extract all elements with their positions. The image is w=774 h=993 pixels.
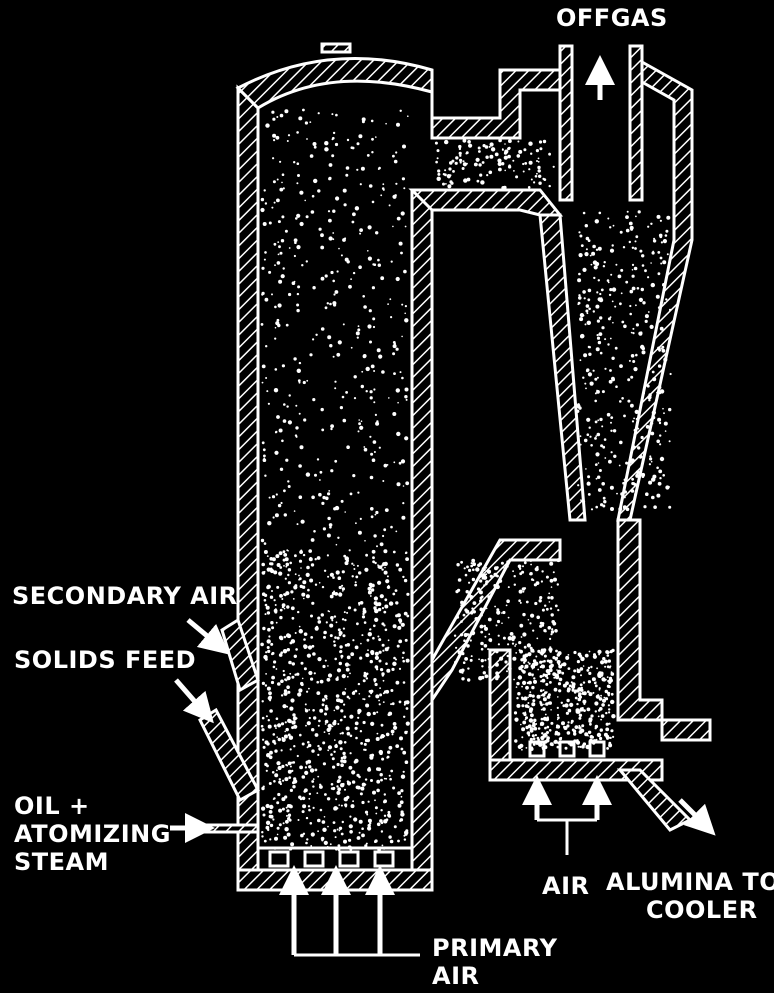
cyclone-vortex-finder-right: [628, 44, 644, 202]
primary-air-label-line2: AIR: [432, 962, 480, 990]
furnace-dome: [235, 56, 434, 110]
alumina-arrow: [678, 798, 716, 836]
furnace-walls: [235, 42, 434, 892]
alumina-label-line2: COOLER: [646, 896, 758, 924]
seal-pot: [430, 518, 712, 832]
furnace-top-nozzle: [320, 42, 352, 54]
seal-pot-left-wall: [488, 648, 512, 772]
alumina-label-line1: ALUMINA TO: [606, 868, 774, 896]
flow-arrows: [170, 55, 716, 955]
primary-air-label-line1: PRIMARY: [432, 934, 558, 962]
oil-label-line1: OIL +: [14, 792, 90, 820]
feed-lines: [294, 818, 597, 957]
oil-label-line3: STEAM: [14, 848, 110, 876]
return-leg: [430, 538, 562, 705]
offgas-label: OFFGAS: [556, 4, 668, 32]
cyclone-left-cone: [538, 213, 587, 522]
solids-particles: [260, 108, 672, 852]
duct-bottom-wall: [408, 188, 564, 217]
secondary-air-pipe: [220, 617, 260, 693]
duct-top-wall: [430, 68, 562, 140]
furnace-right-wall: [410, 188, 434, 892]
crossover-duct: [408, 68, 564, 217]
oil-lance: [203, 823, 260, 834]
solids-feed-label: SOLIDS FEED: [14, 646, 197, 674]
cyclone: [538, 44, 694, 522]
cyclone-vortex-finder-left: [558, 44, 574, 202]
solids-feed-arrow: [174, 678, 214, 724]
seal-pot-right-wall: [616, 518, 664, 722]
discharge-valve: [660, 718, 712, 742]
air-label: AIR: [542, 872, 590, 900]
oil-label-line2: ATOMIZING: [14, 820, 171, 848]
secondary-air-arrow: [186, 618, 230, 655]
secondary-air-label: SECONDARY AIR: [12, 582, 238, 610]
furnace-grid: [258, 846, 412, 868]
